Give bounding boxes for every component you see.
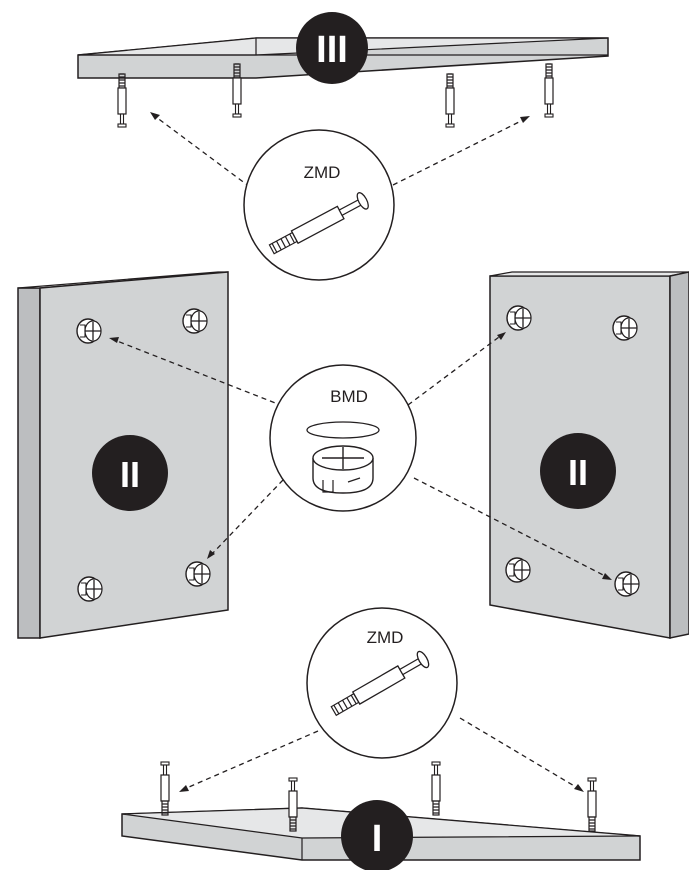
callout-bottom: ZMD [179,607,584,792]
callout-top: ZMD [150,112,530,281]
dowel-pin-icon [445,73,455,128]
callout-label-bottom: ZMD [367,628,404,647]
dowel-pin-icon [587,777,597,832]
panel-badge-bottom: I [341,800,413,870]
panel-badge-top: III [296,12,368,84]
cam-lock-icon [76,318,102,344]
callout-label-middle: BMD [330,387,368,406]
panel-badge-right: II [540,433,616,509]
panel-badge-left: II [92,435,168,511]
cam-lock-icon [505,557,531,583]
dowel-pin-icon [117,73,127,128]
dowel-pin-icon [431,761,441,816]
zmd-dowel-icon [268,192,369,255]
zmd-dowel-icon [330,650,430,717]
cam-lock-icon [614,571,640,597]
dowel-pin-icon [160,761,170,816]
cam-lock-icon [77,576,103,602]
panel-label-right: II [568,452,588,493]
panel-label-bottom: I [372,818,383,860]
cam-lock-icon [506,305,532,331]
panel-label-left: II [120,454,140,495]
dowel-pin-icon [288,777,298,832]
cam-lock-icon [612,315,638,341]
cam-lock-icon [182,308,208,334]
bmd-cam-lock-icon [306,421,380,494]
dowel-pin-icon [544,63,554,118]
panel-label-top: III [316,29,348,71]
callout-middle: BMD [109,332,612,580]
callout-label-top: ZMD [304,163,341,182]
cam-lock-icon [185,561,211,587]
